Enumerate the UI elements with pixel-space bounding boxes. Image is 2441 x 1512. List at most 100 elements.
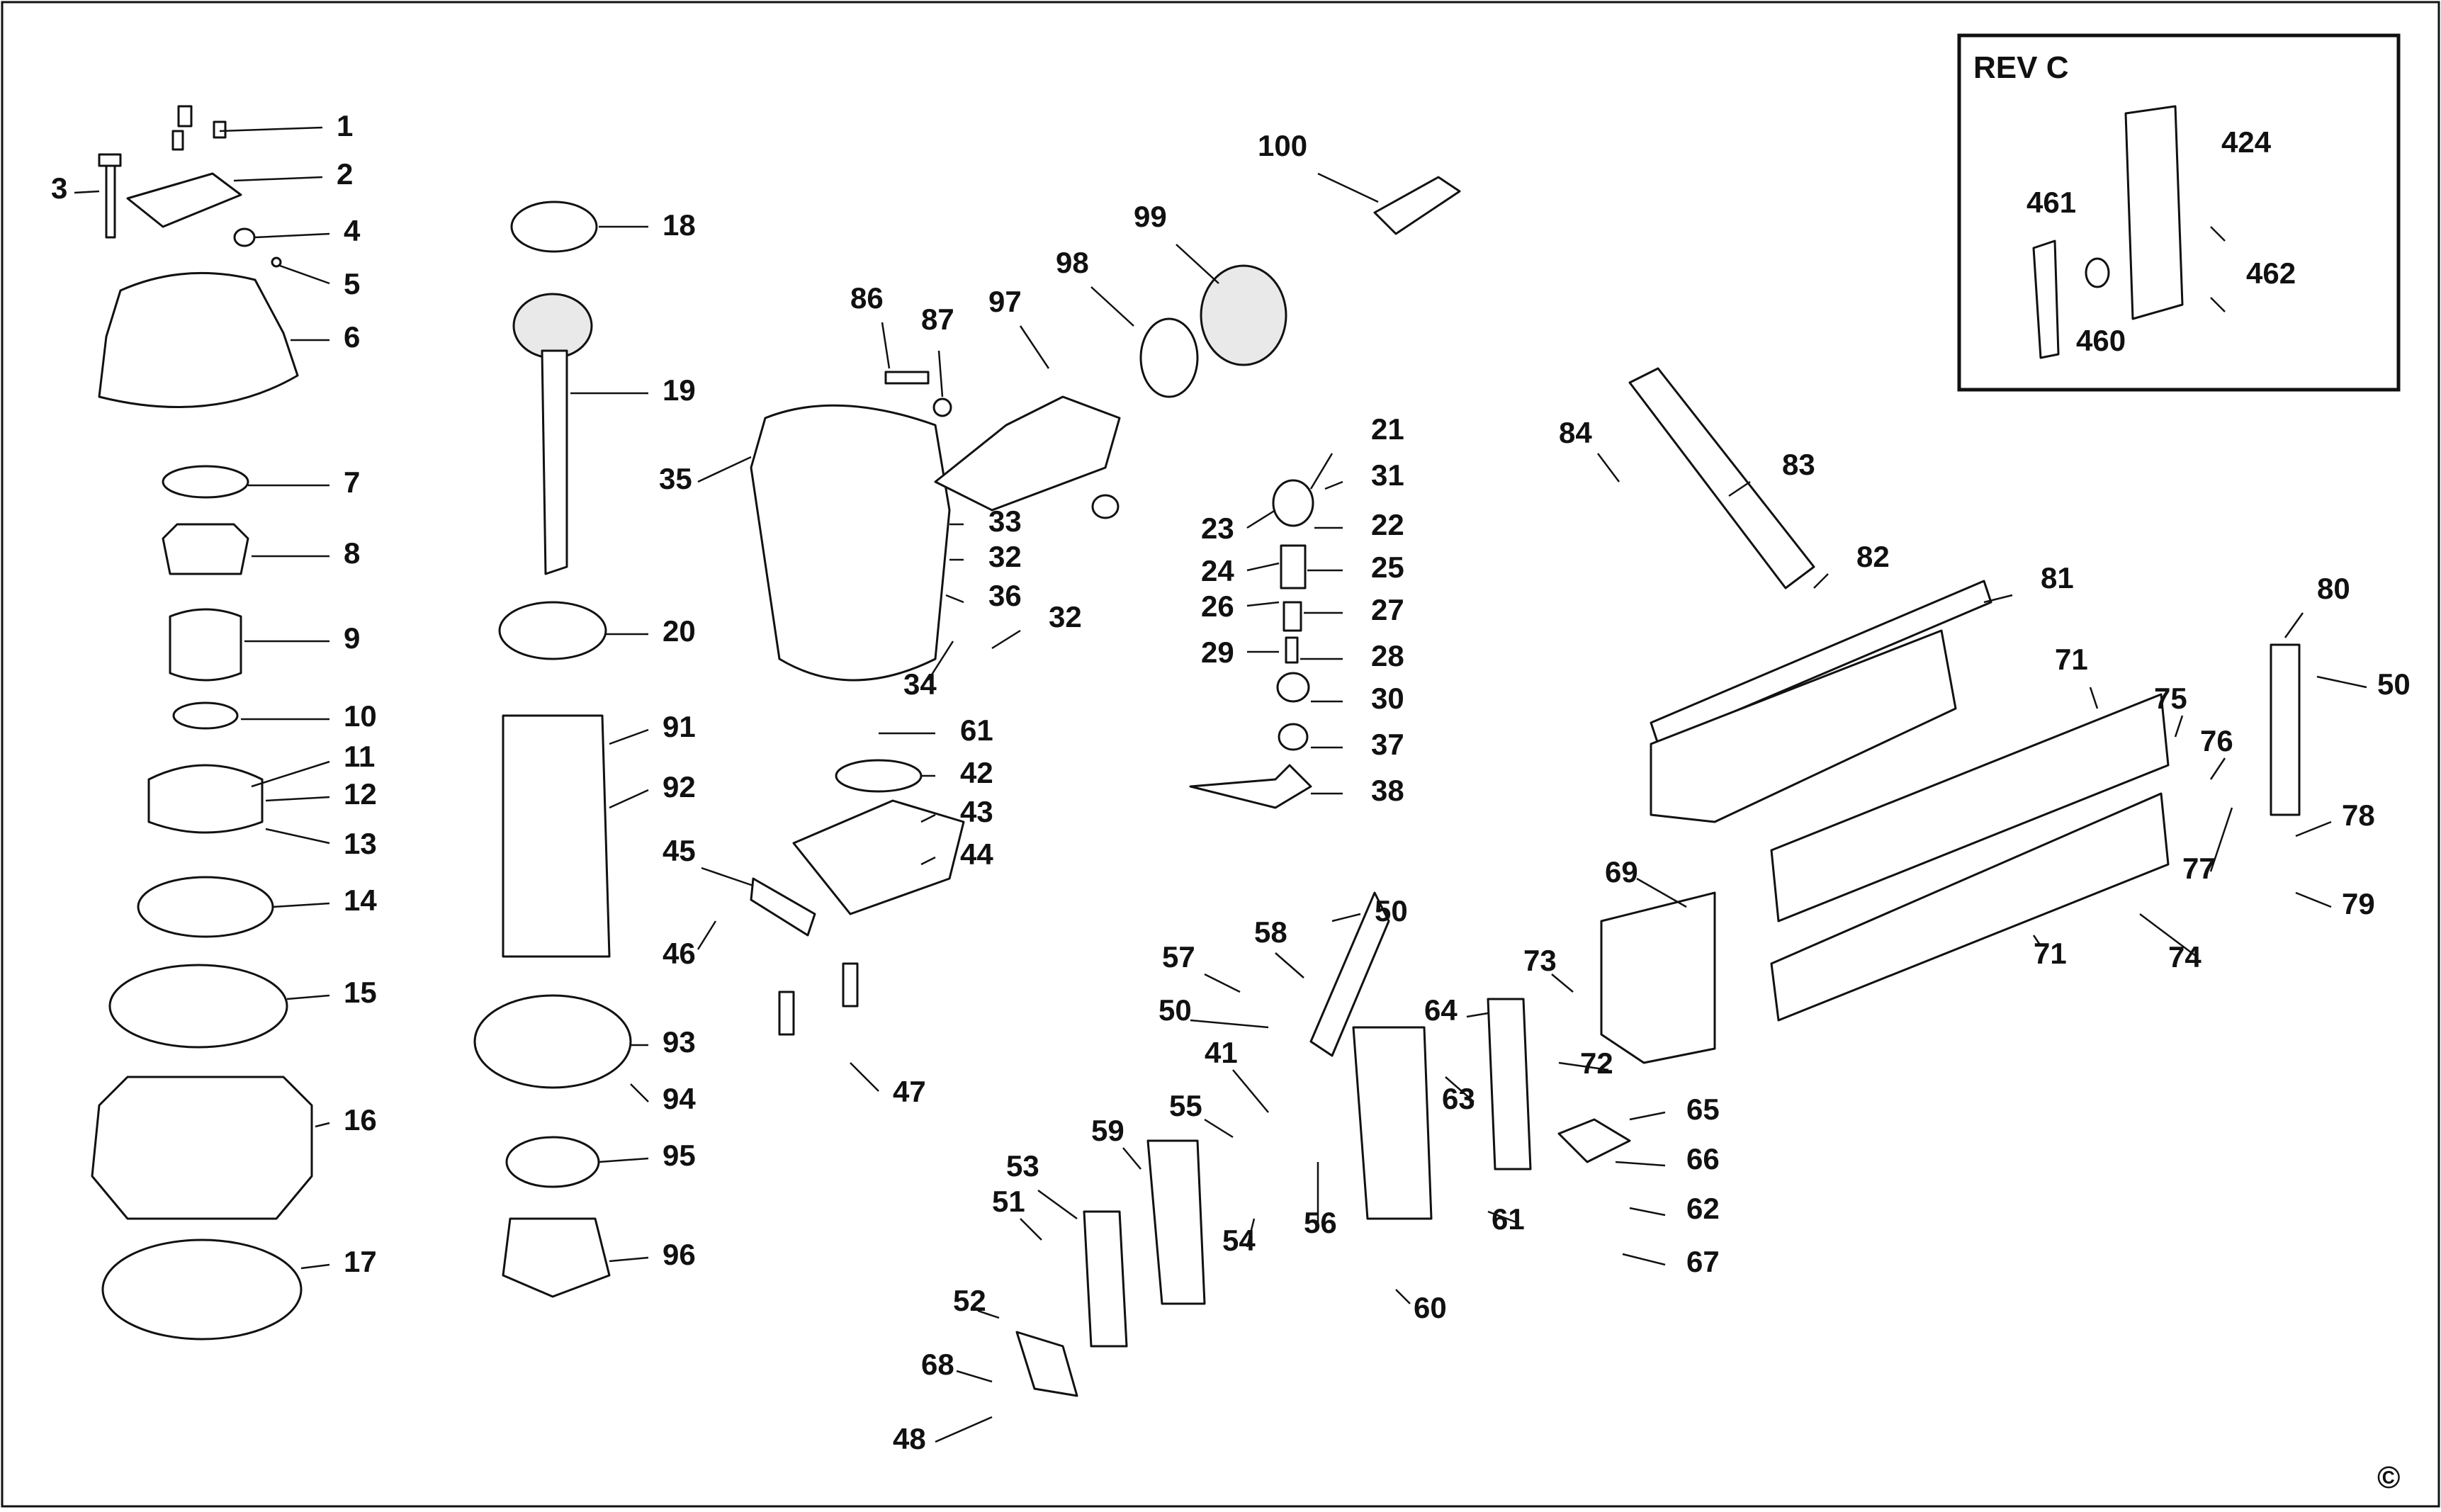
leader-line (920, 813, 936, 823)
callout-number: 2 (337, 157, 353, 191)
callout-number: 47 (893, 1075, 926, 1108)
callout-number: 84 (1559, 416, 1592, 449)
inset-label-460: 460 (2076, 324, 2126, 357)
leader-line (286, 994, 330, 1000)
leader-line (2209, 807, 2233, 872)
leader-line (630, 1083, 649, 1102)
leader-line (1090, 286, 1134, 327)
leader-line (254, 232, 330, 239)
leader-line (1395, 1289, 1411, 1304)
callout-number: 54 (1222, 1224, 1256, 1257)
leader-line (1558, 1061, 1609, 1071)
callout-number: 60 (1414, 1291, 1447, 1324)
leader-line (1331, 913, 1361, 923)
callout-labels: 1234567891011121314151617181920919293949… (51, 109, 2411, 1455)
callout-number: 75 (2154, 682, 2187, 715)
callout-number: 92 (663, 770, 696, 803)
callout-number: 71 (2055, 643, 2088, 676)
callout-number: 6 (344, 320, 360, 354)
main-housing (750, 176, 1461, 1036)
leader-line (2295, 820, 2332, 837)
callout-number: 79 (2342, 887, 2375, 920)
callout-number: 30 (1371, 682, 1404, 715)
callout-number: 71 (2034, 937, 2067, 970)
callout-number: 33 (988, 504, 1022, 538)
callout-number: 23 (1201, 512, 1234, 545)
callout-number: 97 (988, 285, 1022, 318)
callout-number: 21 (1371, 412, 1404, 446)
callout-number: 74 (2168, 940, 2202, 974)
callout-number: 4 (344, 214, 361, 247)
callout-number: 62 (1686, 1192, 1720, 1225)
leader-line (1190, 1019, 1269, 1029)
callout-number: 67 (1686, 1245, 1720, 1278)
leader-line (2174, 715, 2184, 738)
leader-line (598, 1157, 649, 1163)
callout-number: 53 (1006, 1149, 1039, 1183)
callout-number: 34 (903, 667, 937, 701)
leader-line (1246, 601, 1280, 607)
callout-number: 66 (1686, 1142, 1720, 1175)
leader-line (935, 1416, 993, 1443)
leader-line (1019, 325, 1050, 369)
callout-number: 80 (2317, 572, 2350, 605)
leader-line (2316, 675, 2367, 689)
callout-number: 61 (960, 713, 993, 747)
leader-line (937, 350, 944, 397)
leader-lines (74, 126, 2367, 1443)
inset-label-462: 462 (2246, 256, 2296, 290)
leader-line (609, 789, 649, 809)
leader-line (1122, 1147, 1141, 1170)
callout-number: 14 (344, 884, 377, 917)
leader-line (219, 126, 323, 132)
leader-line (881, 322, 891, 369)
head-assembly (91, 105, 313, 1341)
leader-line (251, 760, 330, 788)
leader-line (1204, 1118, 1234, 1139)
leader-line (1551, 974, 1574, 993)
leader-line (1020, 1218, 1042, 1241)
leader-line (1728, 480, 1751, 497)
inset-title: REV C (1973, 50, 2068, 85)
callout-number: 93 (663, 1025, 696, 1059)
callout-number: 45 (663, 834, 696, 867)
leader-line (1246, 1218, 1256, 1248)
callout-number: 16 (344, 1103, 377, 1136)
leader-line (956, 1370, 993, 1383)
leader-line (1629, 1111, 1666, 1121)
leader-line (74, 190, 100, 194)
leader-line (1275, 952, 1304, 978)
leader-line (697, 920, 717, 950)
leader-line (315, 1122, 330, 1128)
callout-number: 100 (1258, 129, 1307, 162)
callout-number: 9 (344, 621, 360, 655)
inset-label-424: 424 (2221, 125, 2272, 159)
leader-line (279, 264, 330, 285)
copyright-mark: © (2377, 1460, 2400, 1495)
leader-line (233, 176, 323, 182)
callout-number: 51 (992, 1185, 1025, 1218)
leader-line (265, 796, 330, 802)
leader-line (701, 867, 754, 887)
callout-number: 41 (1205, 1036, 1238, 1069)
contact-trip-assembly (1015, 891, 1631, 1397)
callout-number: 72 (1580, 1046, 1613, 1080)
callout-number: 94 (663, 1082, 696, 1115)
callout-number: 63 (1442, 1082, 1475, 1115)
leader-line (1615, 1161, 1666, 1167)
callout-number: 15 (344, 976, 377, 1009)
leader-line (991, 629, 1021, 650)
callout-number: 65 (1686, 1093, 1720, 1126)
leader-line (1983, 594, 2013, 604)
callout-number: 50 (2377, 667, 2411, 701)
callout-number: 19 (663, 373, 696, 407)
callout-number: 3 (51, 171, 67, 205)
magazine-assembly (1600, 367, 2301, 1064)
callout-number: 82 (1856, 540, 1890, 573)
leader-line (1232, 1069, 1269, 1113)
leader-line (1597, 453, 1620, 483)
callout-number: 86 (850, 281, 884, 315)
callout-number: 7 (344, 466, 360, 499)
leader-line (1037, 1189, 1078, 1220)
